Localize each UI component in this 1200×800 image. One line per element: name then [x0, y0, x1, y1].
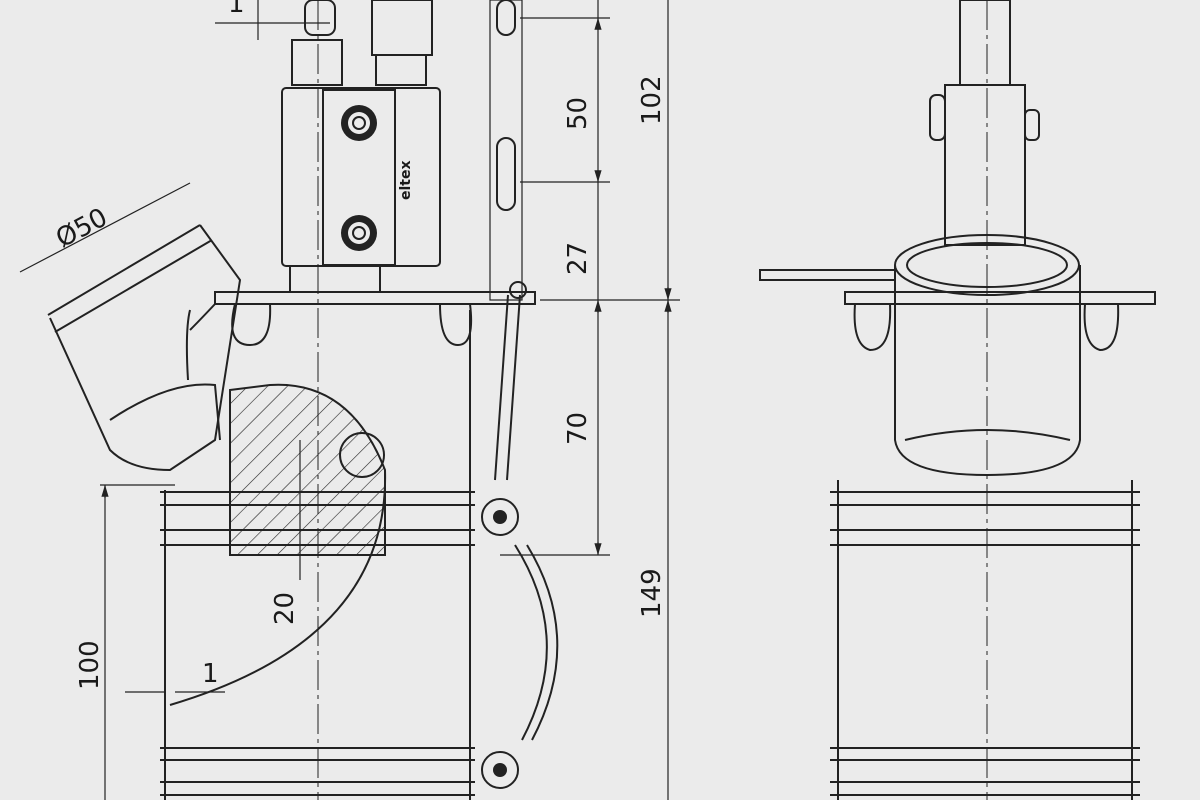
inlet-pipe	[47, 224, 242, 472]
side-view	[759, 0, 1156, 800]
dim-overall-upper: 102	[637, 75, 667, 125]
flange	[214, 291, 536, 305]
dim-inner-depth: 20	[270, 592, 300, 625]
right-connector	[371, 0, 433, 56]
linkage-arm	[481, 281, 559, 789]
dim-slot-spacing: 50	[563, 97, 593, 130]
left-connector	[291, 39, 343, 86]
flange	[844, 291, 1156, 305]
dim-flange-offset: 27	[563, 242, 593, 275]
dim-top-offset: 1	[228, 0, 245, 19]
dimension-lines	[19, 0, 680, 800]
front-view: eltex	[19, 0, 680, 800]
stem	[944, 84, 1026, 246]
dim-overall-lower: 149	[637, 568, 667, 618]
screw-icon	[341, 105, 377, 141]
dim-band-height: 70	[563, 412, 593, 445]
brand-label: eltex	[398, 160, 414, 200]
dim-pipe-diameter: Ø50	[51, 203, 112, 255]
clamp-bands	[830, 480, 1140, 800]
dim-wall-thickness: 1	[202, 659, 219, 689]
screw-icon	[341, 215, 377, 251]
section-cut	[229, 383, 386, 556]
dim-body-height: 100	[75, 640, 105, 690]
